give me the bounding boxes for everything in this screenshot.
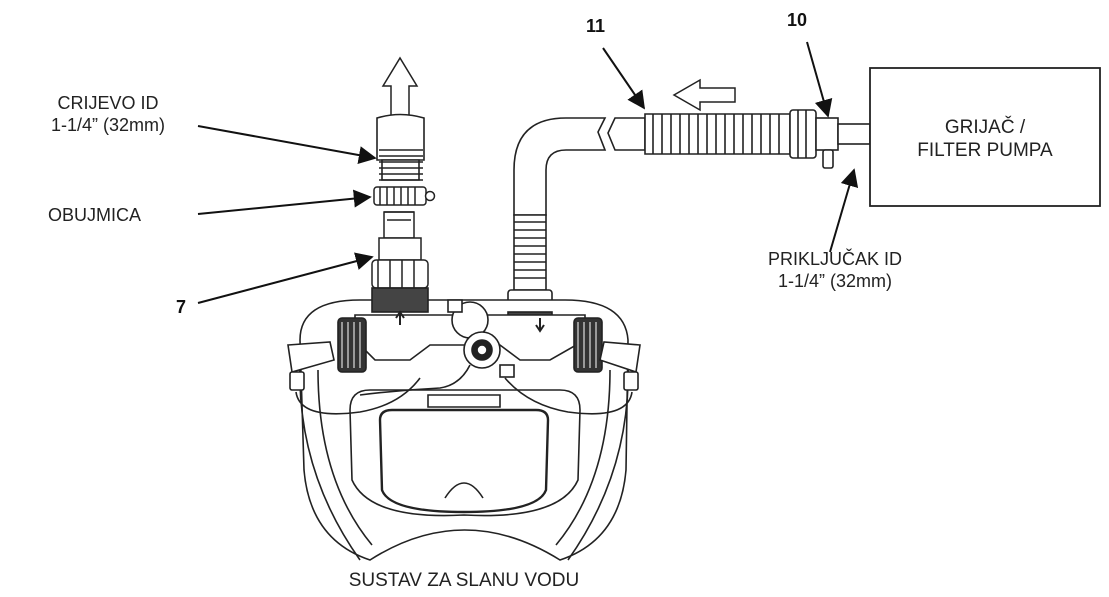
part-number-7: 7: [176, 297, 187, 317]
hose-label-line1: CRIJEVO ID: [57, 93, 159, 113]
leader-hose: [197, 125, 377, 164]
leader-10: [806, 41, 833, 118]
outlet-hose: [376, 113, 425, 181]
leader-clamp: [197, 189, 372, 215]
part-number-10: 10: [787, 10, 808, 30]
flow-arrow-up: [381, 56, 419, 119]
heater-label-line1: GRIJAČ /: [944, 117, 1026, 138]
heater-filter-pump-label: GRIJAČ / FILTER PUMPA: [870, 116, 1100, 162]
part-number-11: 11: [586, 16, 606, 36]
fitting-label-line1: PRIKLJUČAK ID: [767, 249, 903, 269]
flow-arrow-left: [672, 78, 736, 112]
leader-fitting: [829, 168, 859, 253]
clamp-drawing: [373, 186, 436, 206]
hose-label: CRIJEVO ID 1-1/4” (32mm): [18, 92, 198, 136]
clamp-label: OBUJMICA: [48, 205, 142, 225]
elbow-hose: [507, 109, 871, 315]
fitting-label-line2: 1-1/4” (32mm): [777, 271, 893, 291]
salt-cell-body: [287, 287, 641, 561]
diagram-caption: SUSTAV ZA SLANU VODU: [348, 570, 580, 591]
fitting-label: PRIKLJUČAK ID 1-1/4” (32mm): [735, 248, 935, 292]
heater-label-line2: FILTER PUMPA: [917, 140, 1053, 161]
inlet-fitting: [371, 211, 429, 289]
hose-label-line2: 1-1/4” (32mm): [50, 115, 166, 135]
leader-11: [602, 47, 646, 110]
heater-box: [869, 67, 1101, 207]
leader-lines: [197, 41, 859, 304]
leader-7: [197, 252, 374, 304]
